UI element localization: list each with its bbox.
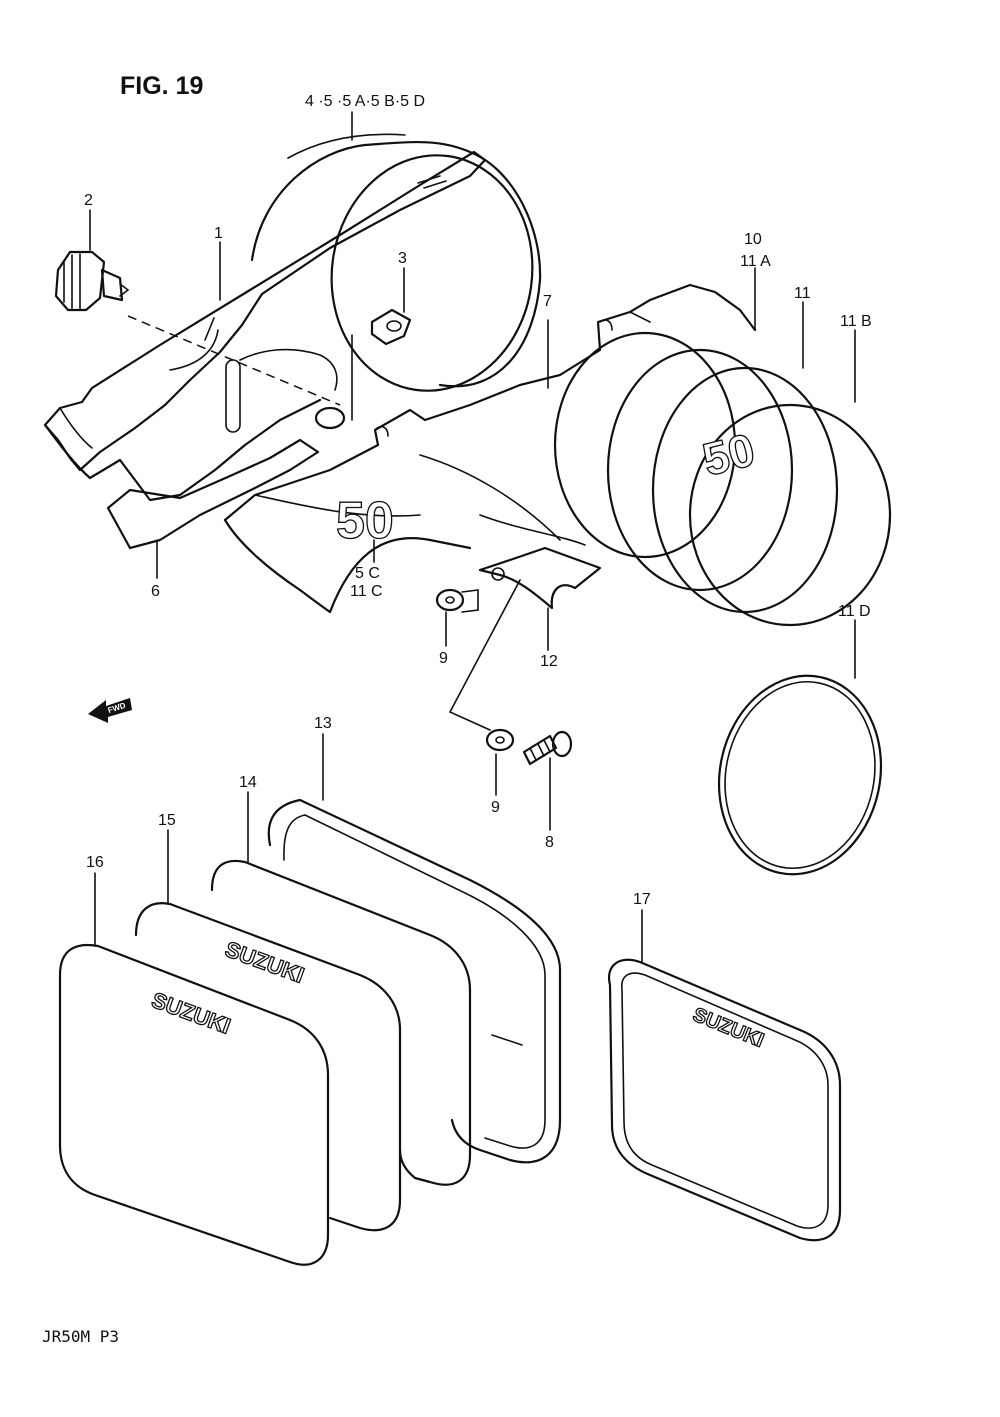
callout-10: 10 — [744, 231, 762, 248]
part-9-washer-lower — [485, 728, 515, 752]
callout-14: 14 — [239, 774, 257, 791]
part-11b-cover — [688, 403, 892, 627]
callout-17: 17 — [633, 891, 651, 908]
part-13-seal-frame — [267, 798, 562, 1164]
part-14-panel — [210, 859, 472, 1186]
part-16-panel: SUZUKI — [58, 944, 330, 1266]
part-7-main-frame-cover: 50 — [223, 283, 757, 614]
callout-2: 2 — [84, 192, 93, 209]
part-9-washer-upper — [435, 588, 465, 612]
model-page-code: JR50M P3 — [42, 1327, 119, 1346]
part-4-5-side-cover — [250, 133, 542, 392]
figure-title: FIG. 19 — [120, 72, 203, 100]
callout-11b: 11 B — [840, 313, 872, 330]
part-15-panel: SUZUKI — [134, 902, 402, 1232]
brand-emblem-15: SUZUKI — [222, 936, 308, 988]
part-17-emblem-plate: SUZUKI — [607, 958, 842, 1242]
callout-11: 11 — [794, 285, 811, 302]
part-1-frame-cover-upper — [43, 150, 487, 502]
callout-11c: 11 C — [350, 583, 383, 600]
part-2-knob-screw — [54, 250, 130, 312]
brand-emblem-16: SUZUKI — [148, 987, 234, 1039]
part-12-bracket — [478, 546, 602, 610]
callout-8: 8 — [545, 834, 554, 851]
callout-11a: 11 A — [740, 253, 771, 270]
callout-7: 7 — [543, 293, 552, 310]
callout-1: 1 — [214, 225, 223, 242]
callout-6: 6 — [151, 583, 160, 600]
callout-4-5: 4 ·5 ·5 A·5 B·5 D — [305, 93, 425, 110]
callout-13: 13 — [314, 715, 332, 732]
assembly-line-9-lower — [448, 579, 521, 731]
part-8-screw — [522, 730, 573, 766]
callout-3: 3 — [398, 250, 407, 267]
model-emblem-11: 50 — [698, 423, 760, 486]
callout-15: 15 — [158, 812, 176, 829]
part-3-grommet — [314, 308, 412, 430]
callout-16: 16 — [86, 854, 104, 871]
forward-direction-arrow: FWD — [88, 698, 132, 723]
part-11-rear-cover-stack: 50 — [606, 348, 892, 627]
callout-9-upper: 9 — [439, 650, 448, 667]
part-11a-cover — [606, 348, 794, 592]
leader-lines — [89, 111, 856, 963]
assembly-line-2 — [127, 315, 341, 406]
callout-9-lower: 9 — [491, 799, 500, 816]
part-6-lower-panel — [106, 438, 320, 550]
callout-12: 12 — [540, 653, 558, 670]
part-11d-gasket-ring — [717, 674, 883, 876]
callout-11d: 11 D — [838, 603, 871, 620]
model-emblem-5c: 50 — [336, 492, 394, 550]
assembly-line-9-upper — [461, 589, 479, 613]
callout-5c: 5 C — [355, 565, 380, 582]
